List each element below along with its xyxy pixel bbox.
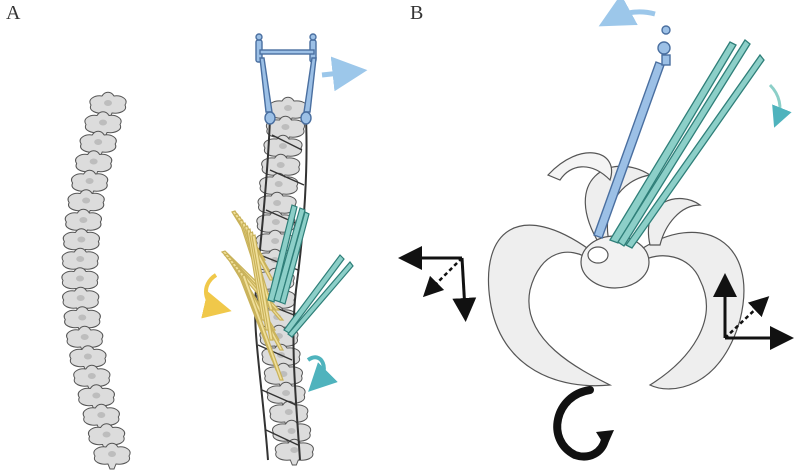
scoliotic-spine-illustration — [62, 92, 130, 469]
rotate-arrow-top-blue-icon — [614, 12, 655, 18]
derotation-icon — [557, 390, 614, 457]
axis-arrows-icon — [410, 258, 465, 310]
rotate-cw-icon — [308, 357, 324, 382]
rotate-arrow-right-teal-icon — [770, 85, 780, 118]
rotate-ccw-icon — [206, 275, 218, 308]
arrow-right-icon — [322, 72, 350, 75]
vertebra — [94, 443, 130, 469]
